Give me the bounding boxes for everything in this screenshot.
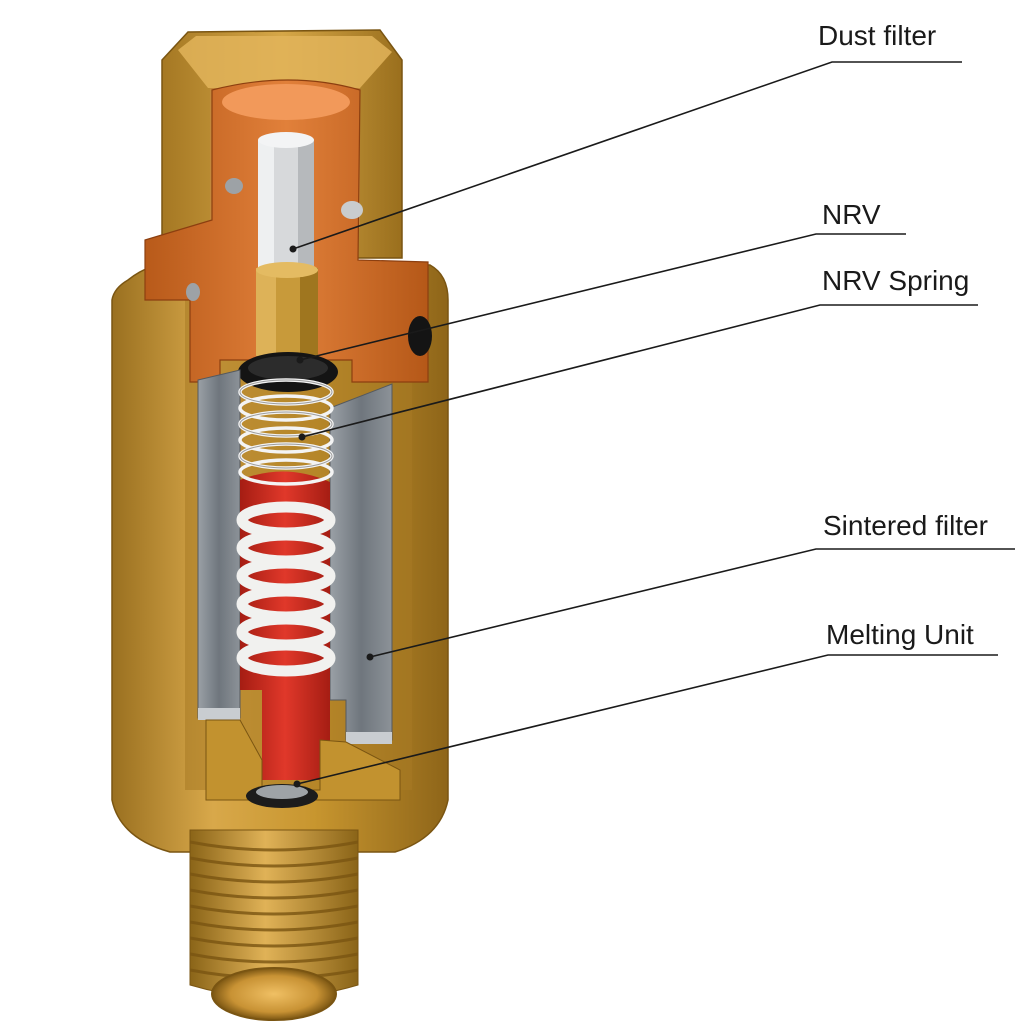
callout-dust-filter: Dust filter: [289, 20, 962, 253]
copper-top-rim: [222, 84, 350, 120]
pin-right: [341, 201, 363, 219]
valve-illustration: [111, 29, 449, 1021]
callout-nrv-spring: NRV Spring: [298, 265, 978, 441]
main-spring-coils: [236, 501, 336, 677]
label-nrv: NRV: [822, 199, 881, 230]
pin-left: [225, 178, 243, 194]
leader-line-dust-filter: [292, 61, 962, 250]
sintered-filter-left: [197, 369, 241, 719]
outlet-bore: [211, 967, 337, 1021]
leader-line-nrv-spring: [301, 304, 978, 438]
label-melting-unit: Melting Unit: [826, 619, 974, 650]
callout-sintered-filter: Sintered filter: [366, 510, 1015, 661]
label-sintered-filter: Sintered filter: [823, 510, 988, 541]
leader-line-melting-unit: [296, 654, 998, 785]
label-nrv-spring: NRV Spring: [822, 265, 969, 296]
pin-side: [186, 283, 200, 301]
callout-nrv: NRV: [296, 199, 906, 364]
sintered-filter-right: [329, 383, 393, 741]
callout-melting-unit: Melting Unit: [293, 619, 998, 788]
label-dust-filter: Dust filter: [818, 20, 936, 51]
cap-top-face: [178, 36, 392, 88]
callouts: Dust filter NRV NRV Spring Sintered filt…: [289, 20, 1015, 788]
leader-line-nrv: [299, 233, 906, 361]
melting-core: [240, 471, 330, 780]
outlet-threads: [189, 840, 359, 980]
leader-line-sintered-filter: [369, 548, 1015, 658]
side-oring: [408, 316, 432, 356]
lower-seat: [205, 719, 401, 801]
